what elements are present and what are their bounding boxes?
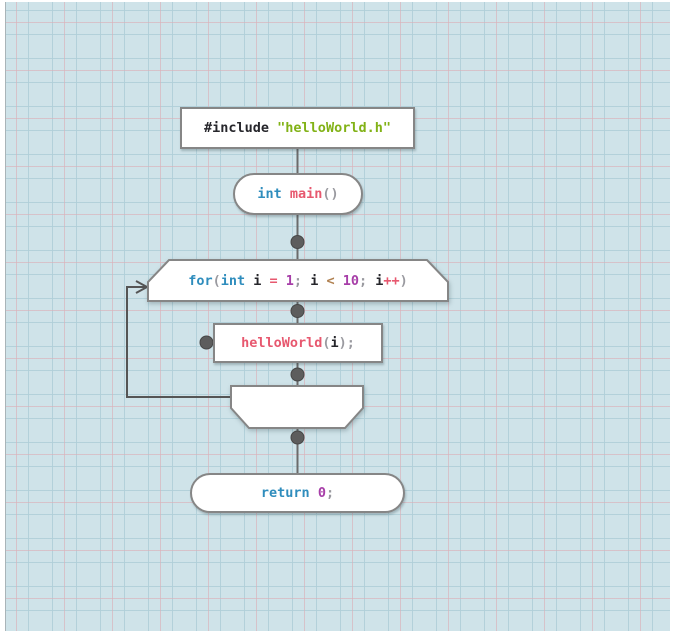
code-token: int [257,186,290,202]
junction-dots [199,235,305,445]
call-link-dot [199,335,214,350]
code-token: ; [359,272,368,289]
node-main[interactable]: int main() [233,173,363,215]
code-token: = [269,272,278,289]
node-for-loop-label[interactable]: for(int i = 1; i < 10; i++) [148,260,448,301]
grid-canvas [5,2,670,631]
node-for-loop-shape[interactable] [147,259,449,302]
code-token: ; [293,272,303,289]
code-token: ( [212,272,221,289]
code-token: #include [204,120,278,136]
code-token: for [188,272,213,289]
node-loop-end-shape[interactable] [230,385,364,429]
code-token: i [330,335,339,351]
code-token: main [289,186,323,202]
code-token: ; [325,485,335,501]
node-include[interactable]: #include "helloWorld.h" [180,107,415,149]
junction-dot [290,304,305,318]
code-token: int [220,272,246,289]
junction-dot [290,235,305,249]
code-token: () [322,186,339,202]
code-token: return [260,485,318,501]
code-token: ) [399,272,408,289]
code-token: "helloWorld.h" [277,120,391,136]
code-token: ++ [383,272,400,289]
code-token: helloWorld [241,335,323,351]
code-token: i [245,272,270,289]
code-token [278,273,286,289]
code-token: i [367,272,384,289]
beveled-shapes [147,259,449,429]
code-token [335,273,343,289]
code-token: i [302,272,327,289]
code-token: ( [322,335,331,351]
code-token: ); [338,335,355,351]
junction-dot [290,430,305,445]
junction-dot [290,367,305,382]
code-token: 0 [317,485,326,501]
code-token: < [326,272,335,289]
node-return[interactable]: return 0; [190,473,405,513]
loop-back-line [126,286,231,398]
code-token: 1 [285,272,294,289]
node-call[interactable]: helloWorld(i); [213,323,383,363]
code-token: 10 [342,272,359,289]
